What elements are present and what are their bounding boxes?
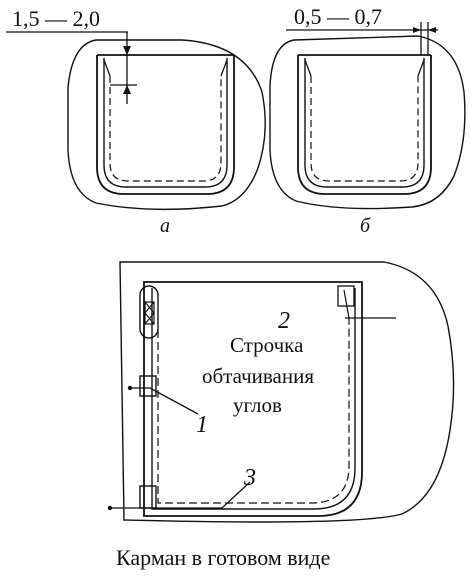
figure-finished: 1 2 3 Строчка обтачивания углов bbox=[107, 261, 455, 523]
finished-pocket-stitch bbox=[157, 318, 350, 504]
figure-a-fabric-outline bbox=[67, 39, 266, 211]
figure-a-pocket-outer bbox=[96, 55, 235, 195]
garment-panel-outline bbox=[119, 261, 455, 523]
figure-a-stitch-line bbox=[109, 76, 222, 182]
left-tab-top bbox=[139, 285, 159, 339]
figure-b-stitch-line bbox=[310, 76, 419, 182]
figure-a-corner-tack-right bbox=[220, 59, 228, 77]
right-corner-stitch bbox=[343, 289, 350, 319]
annotation-line-2: обтачивания bbox=[202, 364, 314, 388]
figure-b-corner-tack-left bbox=[304, 59, 312, 77]
figure-a-dimension-arrow-up bbox=[123, 85, 131, 94]
figure-b-corner-tack-right bbox=[417, 59, 425, 77]
annotation-line-3: углов bbox=[233, 393, 282, 417]
bartack-cross bbox=[144, 301, 155, 325]
figure-a-pocket-inner bbox=[103, 58, 228, 188]
callout-leader-3 bbox=[110, 481, 251, 509]
right-corner-tab bbox=[337, 285, 355, 307]
callout-dot-3 bbox=[107, 505, 113, 511]
left-tab-bottom bbox=[139, 485, 157, 509]
figure-b-dimension-arrow-right bbox=[428, 27, 436, 33]
figure-b: 0,5 — 0,7 б bbox=[269, 4, 466, 237]
annotation-line-1: Строчка bbox=[230, 333, 304, 357]
figure-b-fabric-outline bbox=[269, 35, 466, 210]
figure-a-dimension-label: 1,5 — 2,0 bbox=[12, 6, 100, 31]
finished-pocket-outer bbox=[143, 281, 363, 517]
figure-a: 1,5 — 2,0 а bbox=[6, 6, 266, 237]
figure-b-pocket-outer bbox=[297, 55, 432, 195]
figure-b-dimension-arrow-left bbox=[413, 27, 421, 33]
figure-caption: Карман в готовом виде bbox=[116, 545, 330, 570]
figure-b-dimension-label: 0,5 — 0,7 bbox=[294, 4, 382, 29]
finished-pocket-inner bbox=[151, 288, 356, 510]
callout-dot-1 bbox=[127, 385, 133, 391]
callout-number-2: 2 bbox=[278, 308, 290, 334]
figure-a-dimension-arrow-down bbox=[123, 46, 131, 55]
callout-leader-1 bbox=[130, 387, 199, 415]
figure-a-corner-tack-left bbox=[103, 59, 111, 77]
figure-b-sublabel: б bbox=[360, 215, 371, 237]
figure-b-pocket-inner bbox=[304, 58, 425, 188]
left-tab-middle bbox=[139, 375, 157, 397]
callout-number-3: 3 bbox=[243, 465, 256, 491]
callout-number-1: 1 bbox=[196, 412, 208, 438]
figure-a-sublabel: а bbox=[160, 215, 170, 237]
